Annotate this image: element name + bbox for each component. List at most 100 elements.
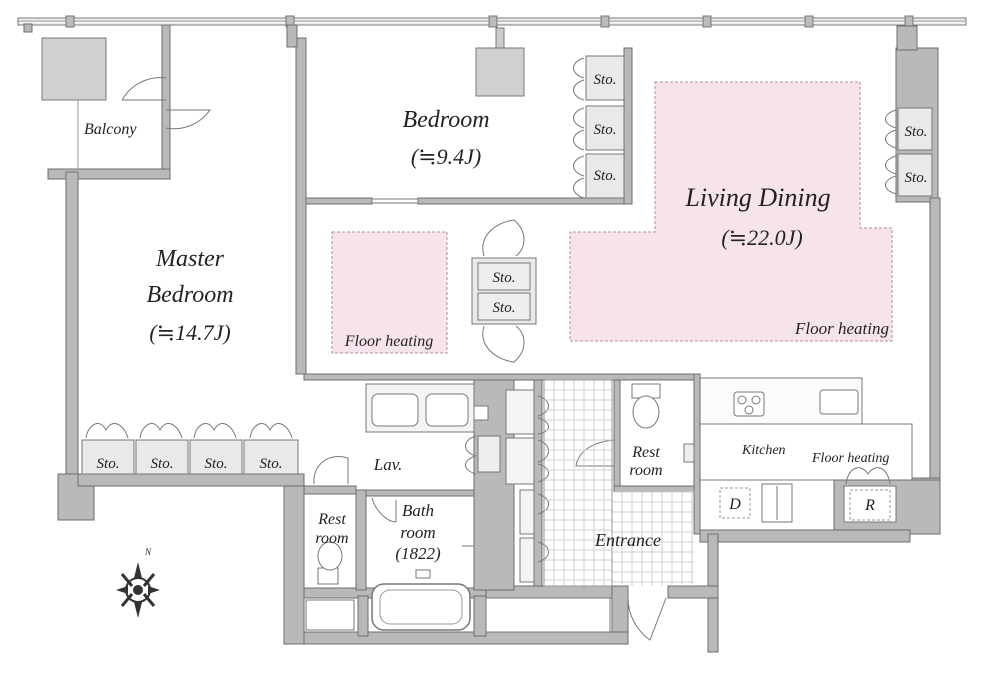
storage-box: [305, 599, 355, 631]
closet-door-swing: [537, 395, 549, 435]
label-bedroom: Bedroom: [402, 107, 489, 133]
storage-box: [243, 439, 299, 475]
storage-box: [585, 105, 625, 151]
label-dishwasher: D: [728, 496, 741, 513]
storage-box: [477, 292, 531, 321]
label-bath-size: (1822): [395, 544, 441, 563]
closet-door-swing: [193, 423, 237, 439]
closet-door-swing: [465, 435, 477, 475]
closet-door-swing: [573, 155, 585, 199]
burner: [751, 395, 761, 405]
label-restroom-2b: room: [629, 462, 662, 479]
storage-box: [897, 107, 933, 151]
wall: [355, 489, 367, 591]
hand-basin: [683, 443, 695, 463]
kitchen-sink: [819, 389, 859, 415]
label-living-dining: Living Dining: [684, 183, 830, 212]
storage-center: [471, 219, 537, 363]
label-sto-living-1: Sto.: [905, 124, 928, 140]
label-sto-bedroom-1: Sto.: [594, 72, 617, 88]
label-kitchen: Kitchen: [741, 443, 786, 458]
label-master-bedroom: Bedroom: [146, 282, 233, 308]
label-restroom-1b: room: [315, 530, 348, 547]
duct: [495, 27, 505, 49]
label-balcony: Balcony: [84, 121, 137, 138]
compass: [116, 562, 160, 618]
burner: [744, 405, 754, 415]
column-marker: [702, 15, 712, 28]
wall: [896, 25, 918, 51]
compass-center: [133, 585, 143, 595]
label-floor-heating-kitchen: Floor heating: [811, 451, 889, 466]
bedroom-ac-unit: [475, 47, 525, 97]
label-living-dining-size: (≒22.0J): [721, 225, 802, 250]
balcony-door-swing: [165, 109, 211, 130]
wall: [77, 473, 305, 487]
wall: [295, 37, 307, 375]
entrance-hall: [543, 379, 613, 587]
label-sto-master-3: Sto.: [205, 456, 228, 472]
refrigerator-space: [843, 485, 897, 523]
storage-box: [897, 153, 933, 197]
column-marker: [600, 15, 610, 28]
wall: [417, 197, 631, 205]
floor-heating-zone-bedroom: [331, 231, 448, 354]
label-floor-heating-living: Floor heating: [794, 319, 889, 338]
label-refrigerator: R: [864, 497, 875, 514]
washer: [473, 405, 489, 421]
refrigerator-mark: [849, 489, 891, 521]
storage-master: [81, 423, 299, 475]
wall: [357, 595, 369, 637]
closet-door-swing: [482, 325, 525, 363]
wall: [305, 197, 373, 205]
bathtub-inner: [379, 589, 463, 625]
storage-box: [477, 262, 531, 291]
label-sto-living-2: Sto.: [905, 170, 928, 186]
faucet: [415, 569, 431, 579]
label-bath-room: room: [400, 523, 435, 542]
storage-box: [585, 153, 625, 199]
column-marker: [804, 15, 814, 28]
closet-door-swing: [537, 439, 549, 483]
label-lav: Lav.: [373, 455, 403, 474]
toilet-bowl: [317, 541, 343, 571]
wall: [667, 585, 719, 599]
shoe-cabinet: [505, 437, 535, 485]
closet-door-swing: [249, 423, 293, 439]
lav-cabinet: [477, 435, 501, 473]
label-floor-heating-bedroom: Floor heating: [344, 333, 433, 350]
closet-door-swing: [573, 107, 585, 151]
wall: [613, 379, 621, 487]
wall: [699, 529, 911, 543]
column-marker: [488, 15, 498, 28]
wall: [473, 595, 487, 637]
toilet-tank: [317, 567, 339, 585]
column-marker: [65, 15, 75, 28]
shoe-cabinet: [519, 489, 535, 535]
label-bath: Bath: [402, 501, 434, 520]
label-sto-center-1: Sto.: [493, 270, 516, 286]
sink: [371, 393, 419, 427]
wall: [365, 489, 477, 497]
wall: [47, 168, 171, 180]
balcony-door-swing: [121, 77, 167, 101]
label-restroom-1: Rest: [317, 511, 346, 528]
bathtub: [371, 583, 471, 631]
label-sto-bedroom-3: Sto.: [594, 168, 617, 184]
label-sto-master-4: Sto.: [260, 456, 283, 472]
pantry-door-swing: [845, 467, 891, 485]
label-north: N: [144, 547, 152, 557]
label-entrance: Entrance: [594, 530, 661, 550]
label-sto-bedroom-2: Sto.: [594, 122, 617, 138]
compass-diagonals: [120, 573, 156, 607]
label-restroom-2: Rest: [631, 444, 660, 461]
burner: [737, 395, 747, 405]
label-master: Master: [155, 246, 225, 272]
sink: [425, 393, 469, 427]
storage-living: [885, 107, 933, 197]
door-swing: [313, 456, 349, 485]
label-sto-master-2: Sto.: [151, 456, 174, 472]
closet-door-swing: [482, 219, 525, 257]
entrance-door-swing: [627, 597, 667, 641]
wall: [693, 373, 701, 535]
